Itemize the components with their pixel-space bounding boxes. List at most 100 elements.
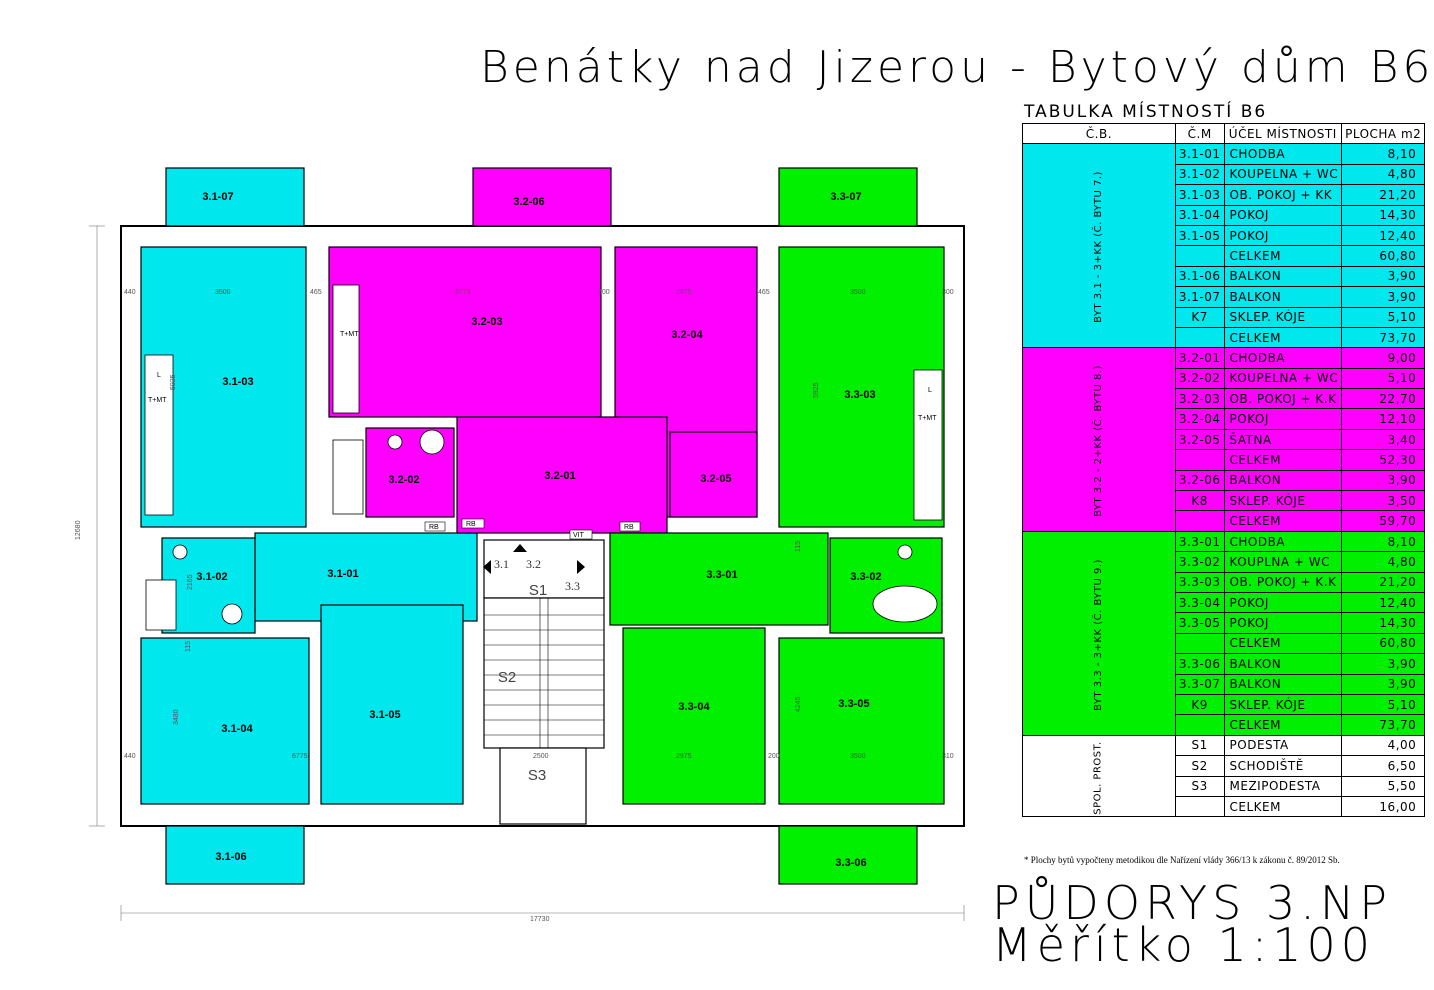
- room-plocha-cell: 22,70: [1341, 388, 1426, 410]
- room-cm-cell: S3: [1174, 775, 1225, 797]
- room-ucel-cell: POKOJ: [1223, 408, 1343, 430]
- dim-2165: 2165: [187, 574, 194, 590]
- room-plocha-cell: 8,10: [1341, 143, 1426, 165]
- stair-label-s2: S2: [498, 669, 516, 686]
- plan-title: PŮDORYS 3.NP: [992, 876, 1393, 930]
- bathtub-3-3: [872, 585, 938, 623]
- kitchen-counter-3-2: [332, 284, 360, 414]
- room-ucel-cell: CELKEM: [1223, 795, 1343, 818]
- room-ucel-cell: POKOJ: [1223, 591, 1343, 614]
- room-cm-cell: 3.3-01: [1174, 530, 1225, 553]
- room-plocha-cell: 73,70: [1341, 326, 1426, 349]
- room-plocha-cell: 73,70: [1341, 714, 1426, 736]
- room-ucel-cell: SCHODIŠTĚ: [1223, 755, 1343, 777]
- room-table-header: Č.B. Č.M ÚČEL MÍSTNOSTI PLOCHA m2: [1022, 122, 1426, 145]
- room-ucel-cell: PODESTA: [1223, 734, 1343, 757]
- dim-2975-bottom: 2975: [676, 753, 692, 760]
- room-cm-cell: [1174, 245, 1225, 267]
- room-plocha-cell: 3,90: [1341, 653, 1426, 675]
- apartment-group-label-text: BYT 3.1 - 3+KK (Č. BYTU 7.): [1092, 171, 1104, 324]
- dim-3500-left: 3500: [215, 289, 231, 296]
- room-labels: 3.1-07 3.1-03 3.1-01 3.1-02 3.1-04 3.1-0…: [196, 191, 881, 869]
- riser-label-1: RB: [429, 524, 439, 531]
- room-ucel-cell: OB. POKOJ + K.K: [1223, 571, 1343, 593]
- dim-115-left: 115: [185, 641, 192, 652]
- room-ucel-cell: KOUPELNA + WC: [1223, 367, 1343, 390]
- washbasin-3-2: [419, 429, 445, 455]
- room-label-3-3-01: 3.3-01: [706, 569, 737, 581]
- dim-5925-right: 5925: [813, 382, 820, 398]
- fixtures: [144, 284, 943, 631]
- header-ucel: ÚČEL MÍSTNOSTI: [1223, 122, 1343, 145]
- footnote: * Plochy bytů vypočteny metodikou dle Na…: [1024, 855, 1340, 865]
- kitchen-label-tmt-3-1: T+MT: [148, 397, 167, 404]
- apartment-group-label: BYT 3.1 - 3+KK (Č. BYTU 7.): [1022, 143, 1176, 349]
- room-label-3-2-01: 3.2-01: [544, 470, 575, 482]
- room-cm-cell: 3.2-02: [1174, 367, 1225, 390]
- room-ucel-cell: CHODBA: [1223, 530, 1343, 553]
- stair-label-s1: S1: [529, 582, 547, 599]
- dim-2500: 2500: [533, 753, 549, 760]
- apartment-group-label-text: SPOL. PROST.: [1092, 740, 1104, 815]
- kitchen-label-tmt-3-3: T+MT: [918, 415, 937, 422]
- toilet-3-2: [387, 434, 403, 450]
- room-ucel-cell: ŠATNA: [1223, 428, 1343, 451]
- room-label-3-1-07: 3.1-07: [202, 191, 233, 203]
- room-cm-cell: 3.2-04: [1174, 408, 1225, 430]
- room-plocha-cell: 3,90: [1341, 673, 1426, 695]
- room-cm-cell: K8: [1174, 490, 1225, 512]
- dim-5925-left: 5925: [170, 374, 177, 390]
- room-ucel-cell: BALKON: [1223, 265, 1343, 288]
- room-cm-cell: K7: [1174, 306, 1225, 328]
- dim-465-right: 465: [758, 289, 770, 296]
- room-3-2-05-area: [669, 431, 758, 518]
- room-label-3-1-05: 3.1-05: [369, 709, 400, 721]
- dim-300-mid: 300: [598, 289, 610, 296]
- room-cm-cell: S2: [1174, 755, 1225, 777]
- room-label-3-3-06: 3.3-06: [835, 857, 866, 869]
- toilet-3-3: [897, 544, 913, 560]
- room-3-2-01-area: [456, 416, 668, 534]
- room-ucel-cell: CHODBA: [1223, 347, 1343, 369]
- room-ucel-cell: CELKEM: [1223, 245, 1343, 267]
- room-plocha-cell: 14,30: [1341, 204, 1426, 226]
- room-plocha-cell: 4,80: [1341, 163, 1426, 186]
- stair-treads: [484, 598, 604, 748]
- dim-465-left: 465: [310, 289, 322, 296]
- room-3-3-07-area: [778, 167, 918, 227]
- room-label-3-3-05: 3.3-05: [838, 698, 869, 710]
- room-cm-cell: 3.3-04: [1174, 591, 1225, 614]
- room-cm-cell: 3.1-03: [1174, 184, 1225, 206]
- kitchen-counter-3-3: [913, 369, 943, 521]
- room-3-3-01-area: [609, 532, 829, 626]
- door-label-3-2: 3.2: [526, 557, 541, 571]
- room-plocha-cell: 6,50: [1341, 755, 1426, 777]
- room-cm-cell: 3.3-03: [1174, 571, 1225, 593]
- room-ucel-cell: POKOJ: [1223, 224, 1343, 247]
- room-label-3-2-04: 3.2-04: [671, 329, 703, 341]
- room-plocha-cell: 3,50: [1341, 490, 1426, 512]
- room-cm-cell: 3.2-01: [1174, 347, 1225, 369]
- riser-labels: RB RB VIT RB L T+MT T+MT L T+MT: [148, 331, 937, 540]
- dim-total-width: 17730: [530, 916, 550, 923]
- room-ucel-cell: OB. POKOJ + KK: [1223, 184, 1343, 206]
- room-3-2-03-area: [328, 246, 602, 418]
- room-cm-cell: 3.1-04: [1174, 204, 1225, 226]
- room-3-2-06-area: [472, 167, 612, 227]
- dim-3480: 3480: [173, 709, 180, 725]
- room-ucel-cell: BALKON: [1223, 469, 1343, 492]
- apartment-3-1: [140, 167, 478, 885]
- stair-landing: [483, 539, 605, 599]
- dim-3500-right: 3500: [850, 289, 866, 296]
- room-ucel-cell: KOUPELNA + WC: [1223, 163, 1343, 186]
- room-cm-cell: [1174, 714, 1225, 736]
- dim-440-left: 440: [124, 289, 136, 296]
- room-plocha-cell: 59,70: [1341, 510, 1426, 532]
- room-plocha-cell: 5,10: [1341, 367, 1426, 390]
- room-ucel-cell: POKOJ: [1223, 612, 1343, 634]
- room-cm-cell: 3.1-05: [1174, 224, 1225, 247]
- room-cm-cell: [1174, 795, 1225, 818]
- room-cm-cell: 3.3-05: [1174, 612, 1225, 634]
- room-plocha-cell: 4,80: [1341, 551, 1426, 573]
